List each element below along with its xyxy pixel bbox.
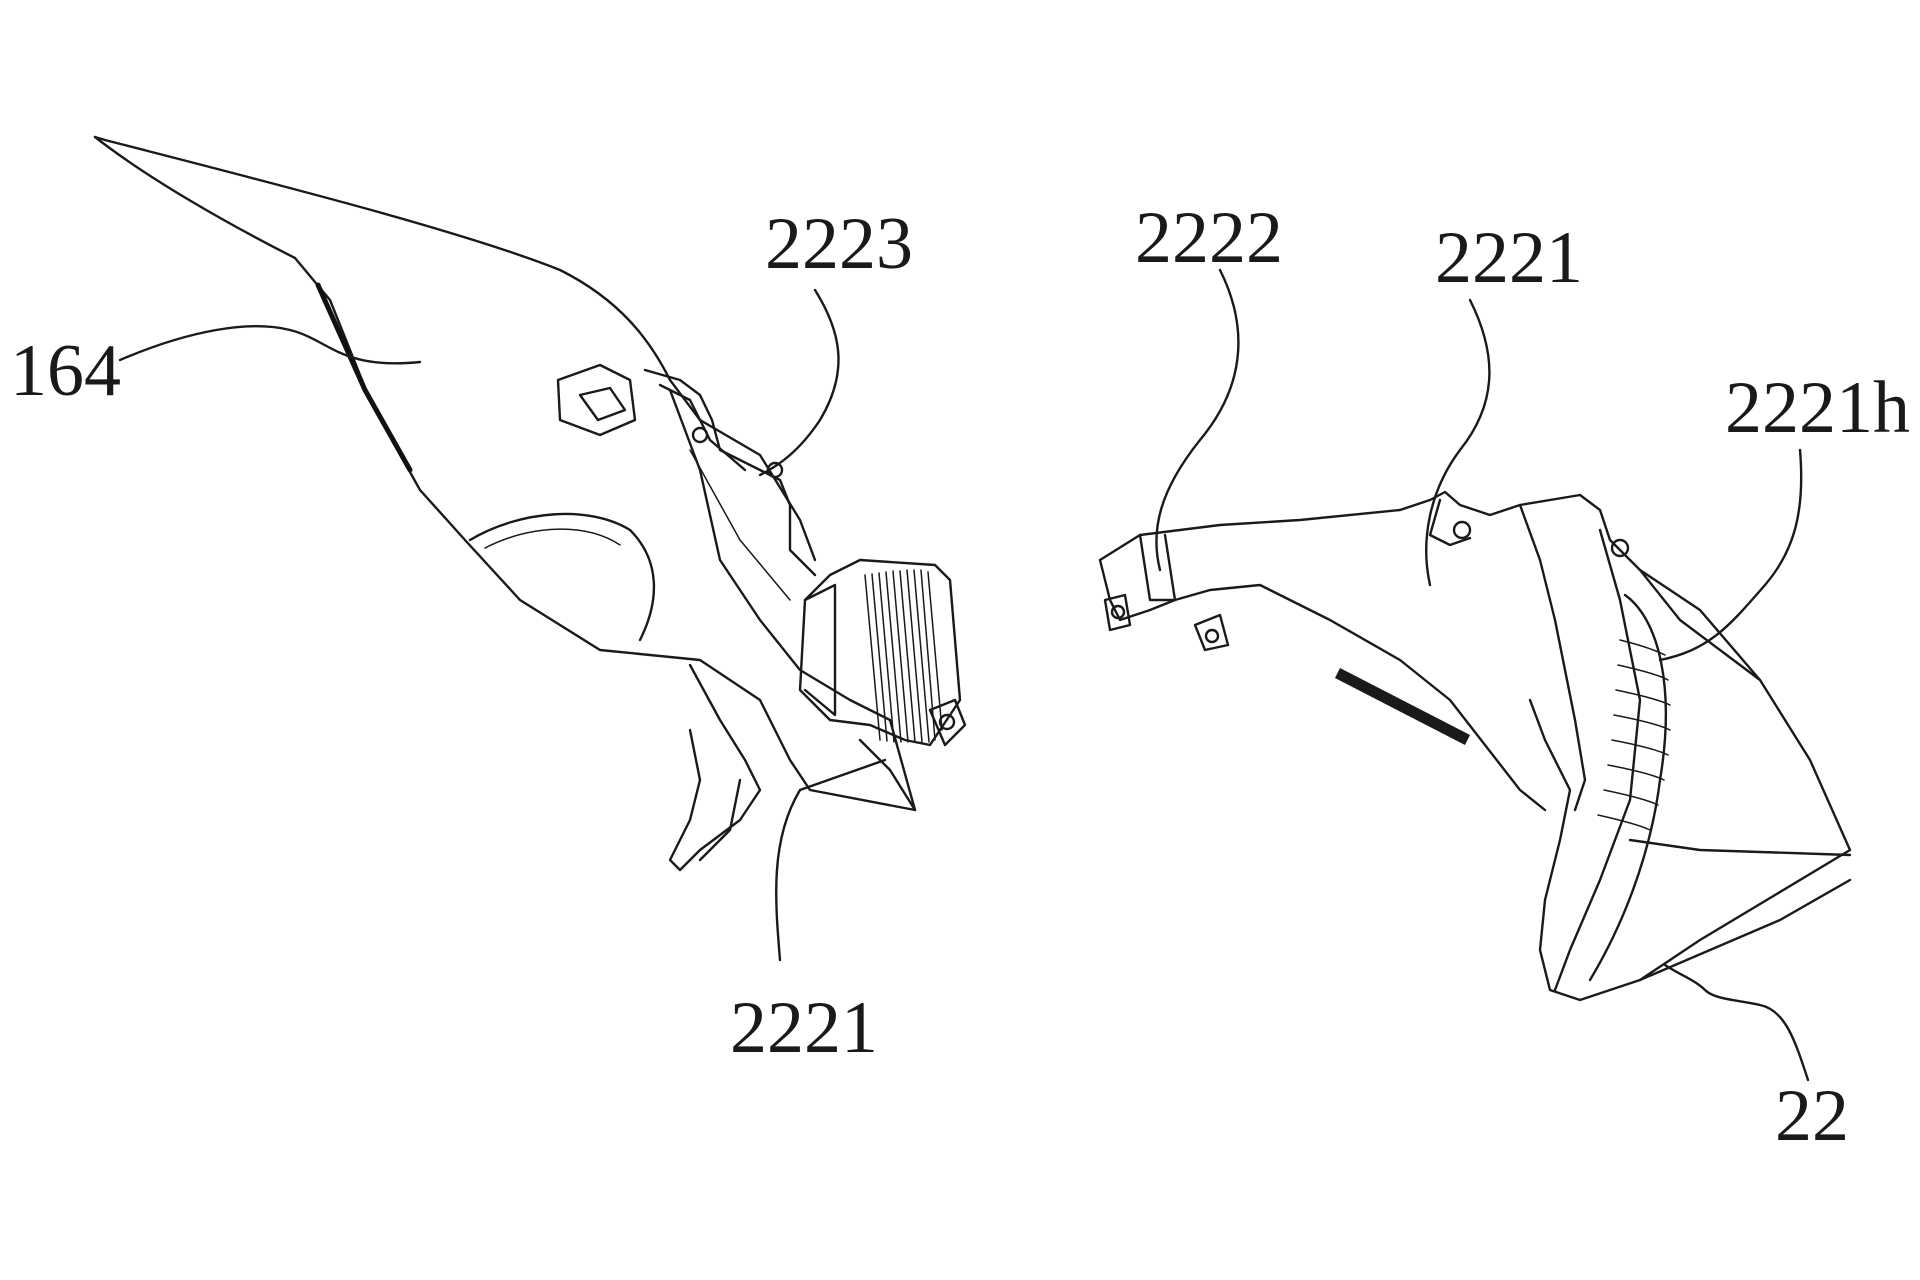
bracket-2221-right-lip — [1428, 498, 1472, 547]
ecu-front — [803, 583, 837, 717]
plate-hole-1 — [1452, 520, 1472, 540]
bracket-2222-lower — [1098, 558, 1547, 812]
leader-22 — [1663, 963, 1810, 1082]
cube-connector-face — [578, 386, 627, 422]
panel-164-outline — [93, 135, 817, 562]
leader-2222 — [1155, 268, 1240, 572]
tab-hole-1 — [1110, 604, 1126, 620]
panel-164-lower-edge — [93, 135, 917, 812]
cover-22-top-edge — [1638, 568, 1762, 682]
lower-tab-inner — [698, 778, 742, 862]
label-2221h: 2221h — [1725, 367, 1910, 449]
label-164: 164 — [10, 330, 121, 412]
bracket-2222-tab — [1103, 593, 1132, 632]
panel-164-inner-curve — [468, 512, 656, 642]
panel-164-inner-curve-2 — [484, 528, 621, 549]
ecu-housing — [798, 558, 962, 747]
reference-labels: 164 2223 2221 2222 2221 2221h 22 — [10, 197, 1910, 1157]
ecu-fins — [864, 569, 943, 743]
ecu-mount-tab — [928, 698, 967, 747]
cube-connector — [556, 363, 637, 437]
leader-2221h — [1658, 448, 1803, 662]
bracket-2222-tab-2 — [1193, 613, 1230, 652]
leader-2221-right — [1425, 298, 1491, 587]
ecu-mount-hole — [938, 713, 956, 731]
bracket-2221-right-plate — [1518, 503, 1587, 812]
panel-164-edge-dark — [315, 282, 413, 473]
cover-22-lower-sheet-2 — [1638, 878, 1852, 982]
label-2223: 2223 — [765, 203, 913, 285]
vent-slots-2221h — [1597, 639, 1671, 831]
leader-lines — [118, 268, 1810, 1082]
tab-hole-2 — [1204, 628, 1220, 644]
slot-dark — [1335, 668, 1470, 745]
cover-22-lower-sheet — [1628, 838, 1852, 857]
cover-22-inner-ridge — [1553, 528, 1642, 992]
cover-22-outline — [1518, 493, 1852, 1002]
label-2222: 2222 — [1135, 197, 1283, 279]
bracket-2223 — [643, 368, 817, 577]
right-assembly — [1098, 490, 1852, 1002]
bracket-hole-1 — [691, 426, 709, 444]
leader-2223 — [758, 288, 840, 477]
lower-tab — [668, 663, 762, 872]
bracket-2221-body — [668, 388, 917, 812]
label-2221-left: 2221 — [730, 987, 878, 1069]
bracket-2223-inner — [658, 383, 747, 472]
plate-hole-2 — [1610, 538, 1630, 558]
bracket-2222-arm — [1098, 490, 1522, 562]
label-2221-right: 2221 — [1435, 217, 1583, 299]
leader-2221-left — [775, 758, 887, 962]
leader-164 — [118, 325, 422, 365]
bracket-2221-body-2 — [689, 449, 791, 601]
label-22: 22 — [1775, 1075, 1849, 1157]
bracket-2222-box — [1138, 533, 1177, 602]
cover-22-rim — [1588, 593, 1667, 982]
